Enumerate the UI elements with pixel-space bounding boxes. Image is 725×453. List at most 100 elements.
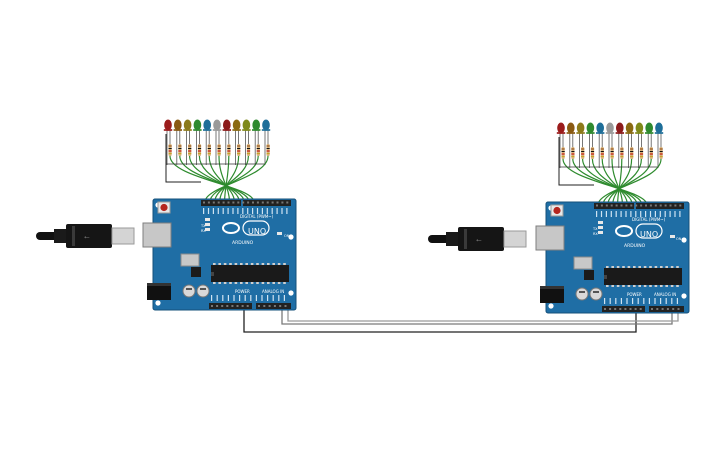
- digital-header-a[interactable]: [594, 203, 634, 209]
- led-6[interactable]: [606, 122, 614, 134]
- usb-cable-left[interactable]: ⭠: [36, 224, 135, 248]
- led-11[interactable]: [262, 119, 270, 131]
- link-wire-a[interactable]: [281, 310, 673, 325]
- signal-wire[interactable]: [572, 158, 643, 206]
- arduino-uno-board-left[interactable]: ARDUINO UNO DIGITAL (PWM~) POWER ANALOG …: [142, 198, 297, 311]
- signal-wire[interactable]: [218, 155, 231, 203]
- led-array-left[interactable]: [163, 119, 271, 203]
- signal-wire[interactable]: [601, 158, 628, 206]
- digital-header-a[interactable]: [201, 200, 241, 206]
- led-9[interactable]: [242, 119, 251, 131]
- usb-plug-body[interactable]: [458, 227, 504, 251]
- header-pin: [615, 204, 618, 207]
- signal-wire[interactable]: [179, 155, 250, 203]
- analog-header[interactable]: [256, 303, 291, 309]
- led-6[interactable]: [213, 119, 221, 131]
- signal-wire[interactable]: [597, 158, 662, 206]
- signal-wire[interactable]: [169, 155, 255, 203]
- pin-label-mark: [207, 208, 210, 214]
- analog-header[interactable]: [649, 306, 684, 312]
- led-2[interactable]: [567, 122, 575, 134]
- header-pin: [640, 204, 643, 207]
- signal-wire[interactable]: [611, 158, 624, 206]
- header-pin: [610, 204, 613, 207]
- signal-wire[interactable]: [612, 158, 633, 206]
- signal-wire[interactable]: [591, 158, 633, 206]
- chip-pin: [606, 266, 609, 268]
- led-1[interactable]: [557, 122, 565, 134]
- led-5[interactable]: [596, 122, 604, 134]
- signal-wire[interactable]: [562, 158, 648, 206]
- led-9[interactable]: [635, 122, 644, 134]
- led-10[interactable]: [645, 122, 653, 134]
- resistor-band: [590, 156, 595, 157]
- board-led-rx: [598, 231, 603, 234]
- power-header[interactable]: [209, 303, 252, 309]
- signal-wire[interactable]: [198, 155, 240, 203]
- signal-wire[interactable]: [607, 158, 642, 206]
- pin-label-mark: [227, 208, 229, 214]
- power-header[interactable]: [602, 306, 645, 312]
- ground-wire[interactable]: [558, 137, 594, 186]
- led-3[interactable]: [183, 119, 192, 131]
- usb-strain-relief: [54, 229, 68, 243]
- pin-label-mark: [654, 298, 656, 304]
- capacitor: [182, 284, 196, 298]
- pin-label-mark: [239, 295, 241, 301]
- link-wire-b[interactable]: [287, 310, 679, 322]
- reset-button-cap[interactable]: [553, 206, 561, 215]
- led-rim: [183, 129, 192, 131]
- signal-wire[interactable]: [582, 158, 638, 206]
- signal-wire[interactable]: [224, 155, 230, 203]
- signal-wire[interactable]: [189, 155, 245, 203]
- header-pin: [635, 204, 638, 207]
- usb-port[interactable]: [535, 225, 565, 251]
- led-5[interactable]: [203, 119, 211, 131]
- pin-label-mark: [637, 298, 639, 304]
- power-jack[interactable]: [540, 286, 564, 303]
- inter-board-wires[interactable]: [243, 306, 679, 333]
- power-jack[interactable]: [147, 283, 171, 300]
- signal-wire[interactable]: [214, 155, 249, 203]
- header-pin: [661, 308, 664, 310]
- header-pin: [605, 204, 608, 207]
- signal-wire[interactable]: [204, 155, 269, 203]
- led-8[interactable]: [625, 122, 634, 134]
- led-7[interactable]: [616, 122, 624, 134]
- led-3[interactable]: [576, 122, 585, 134]
- led-4[interactable]: [193, 119, 202, 131]
- led-7[interactable]: [223, 119, 231, 131]
- resistor-band: [659, 153, 663, 155]
- resistor-band: [620, 148, 624, 150]
- arduino-uno-board-right[interactable]: ARDUINO UNO DIGITAL (PWM~) POWER ANALOG …: [535, 201, 690, 314]
- mounting-hole: [155, 300, 161, 306]
- header-pin: [654, 204, 657, 207]
- led-2[interactable]: [174, 119, 182, 131]
- led-1[interactable]: [164, 119, 172, 131]
- signal-wire[interactable]: [617, 158, 623, 206]
- usb-cable-right[interactable]: ⭠: [428, 227, 527, 251]
- pin-label-mark: [635, 211, 637, 217]
- led-8[interactable]: [232, 119, 241, 131]
- resistor-band: [639, 156, 644, 157]
- signal-wire[interactable]: [209, 155, 259, 203]
- signal-wire[interactable]: [208, 155, 235, 203]
- ground-wire[interactable]: [165, 134, 201, 183]
- led-4[interactable]: [586, 122, 595, 134]
- pin-label-mark: [217, 208, 219, 214]
- pin-label-mark: [267, 295, 269, 301]
- led-10[interactable]: [252, 119, 260, 131]
- signal-wire[interactable]: [602, 158, 652, 206]
- usb-plug-body[interactable]: [66, 224, 112, 248]
- resistor-band: [649, 153, 653, 155]
- led-array-right[interactable]: [556, 122, 664, 206]
- pin-label-mark: [671, 298, 673, 304]
- resistor-band: [571, 153, 575, 155]
- link-wire-ground[interactable]: [243, 306, 637, 333]
- reset-button-cap[interactable]: [160, 203, 168, 212]
- usb-port[interactable]: [142, 222, 172, 248]
- led-11[interactable]: [655, 122, 663, 134]
- chip-pin: [649, 266, 652, 268]
- signal-wire[interactable]: [219, 155, 240, 203]
